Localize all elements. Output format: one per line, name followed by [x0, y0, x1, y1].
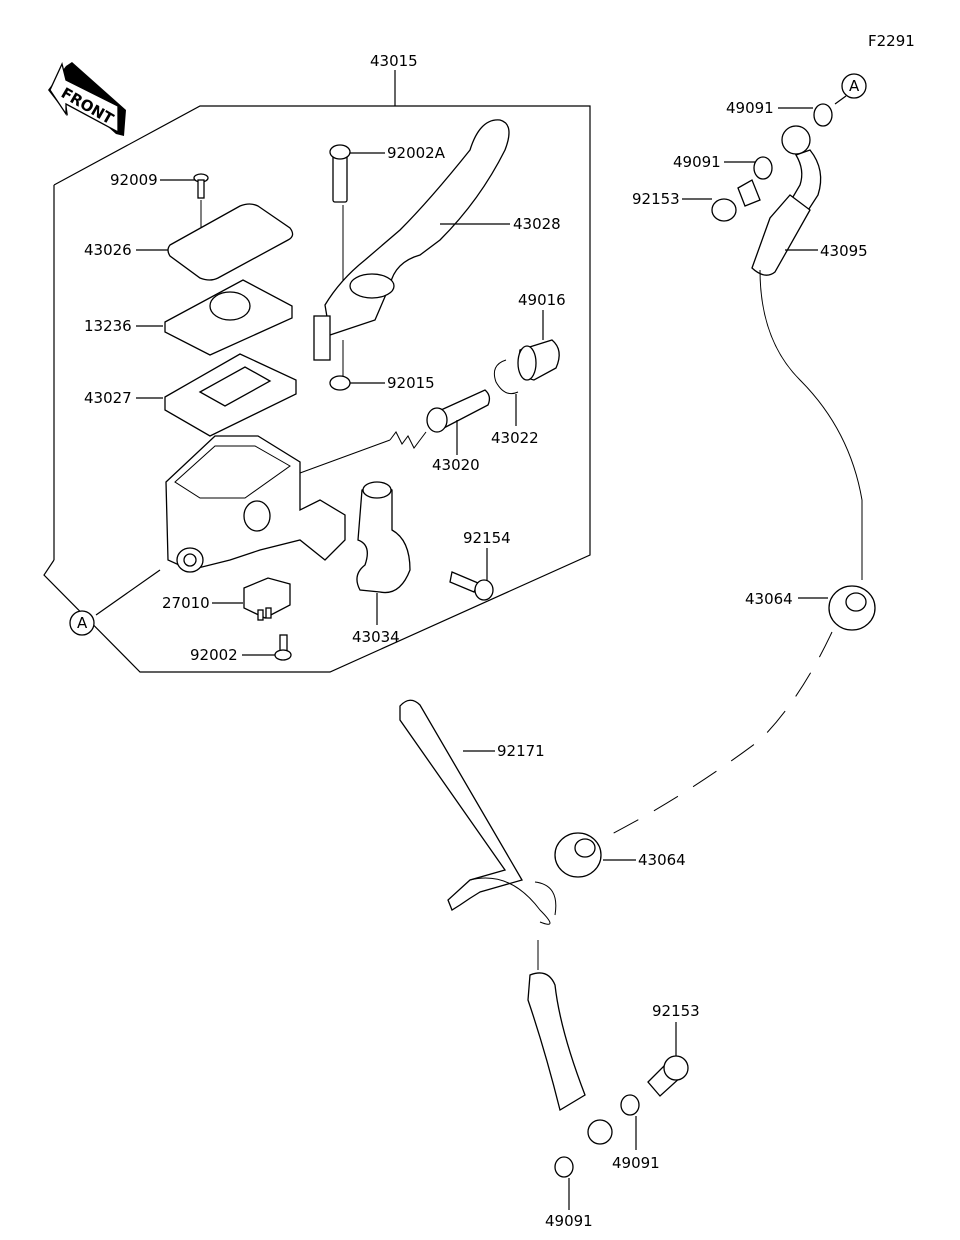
part-label-43028: 43027 [84, 389, 132, 407]
part-label-49091-lower: 49091 [612, 1154, 660, 1172]
connector-a-marker [69, 610, 95, 636]
part-label-13236: 43028 [513, 215, 561, 233]
hose-hook-icon [469, 877, 557, 925]
part-label-92015: 92015 [387, 374, 435, 392]
lever-nut-icon [329, 340, 351, 391]
brake-hose-lower-icon [527, 940, 613, 1145]
reservoir-cap-icon [167, 203, 294, 281]
figure-id: F2291 [868, 32, 915, 50]
part-label-92171: 92171 [497, 742, 545, 760]
part-label-92002A: 92002A [387, 144, 446, 162]
banjo-washer-icon [753, 156, 773, 180]
part-label-49091-top: 49091 [726, 99, 774, 117]
hose-path-dashed [599, 631, 833, 841]
part-label-43095: 43095 [820, 242, 868, 260]
part-label-49091-bottom: 49091 [545, 1212, 593, 1230]
clamp-bolt-icon [449, 571, 494, 601]
brake-light-switch-icon [243, 577, 291, 621]
connector-a-label-right: A [849, 77, 860, 95]
part-label-92153-bottom: 92153 [652, 1002, 700, 1020]
assembly-outline [43, 70, 591, 673]
part-label-43022: 43022 [491, 429, 539, 447]
lever-pivot-bolt-icon [329, 144, 351, 300]
part-label-43034: 43034 [352, 628, 400, 646]
connector-a-marker-right [841, 73, 867, 99]
banjo-washer-icon [813, 103, 833, 127]
diaphragm-plate-icon [164, 279, 293, 356]
master-cylinder-body-icon [165, 435, 346, 573]
part-label-43064-upper: 43064 [745, 590, 793, 608]
hose-grommet-icon [828, 585, 876, 631]
dust-boot-icon [517, 339, 560, 381]
part-label-43026: 43026 [84, 241, 132, 259]
part-label-49016: 49016 [518, 291, 566, 309]
assembly-label: 43015 [370, 52, 418, 70]
part-label-43020: 43020 [432, 456, 480, 474]
front-arrow-icon: FRONT [48, 62, 126, 136]
connector-a-label: A [77, 614, 88, 632]
part-label-27010: 27010 [162, 594, 210, 612]
banjo-bolt-icon [711, 179, 761, 222]
banjo-bolt-icon [647, 1055, 689, 1097]
part-label-92009: 92009 [110, 171, 158, 189]
part-label-92002: 92002 [190, 646, 238, 664]
part-label-92154: 92154 [463, 529, 511, 547]
banjo-washer-icon [620, 1094, 640, 1116]
brake-hose-upper-icon [751, 125, 822, 276]
hose-bracket-icon [399, 699, 523, 911]
switch-screw-icon [274, 634, 292, 661]
hose-grommet-icon [554, 832, 602, 878]
piston-assembly-icon [299, 389, 491, 474]
circlip-icon [493, 359, 519, 395]
part-label-49091-second: 49091 [673, 153, 721, 171]
part-label-92153-top: 92153 [632, 190, 680, 208]
hose-path [759, 269, 863, 580]
diaphragm-icon [164, 353, 297, 437]
clamp-icon [356, 481, 411, 594]
part-label-43064-lower: 43064 [638, 851, 686, 869]
part-label-43027: 13236 [84, 317, 132, 335]
banjo-washer-icon [554, 1156, 574, 1178]
